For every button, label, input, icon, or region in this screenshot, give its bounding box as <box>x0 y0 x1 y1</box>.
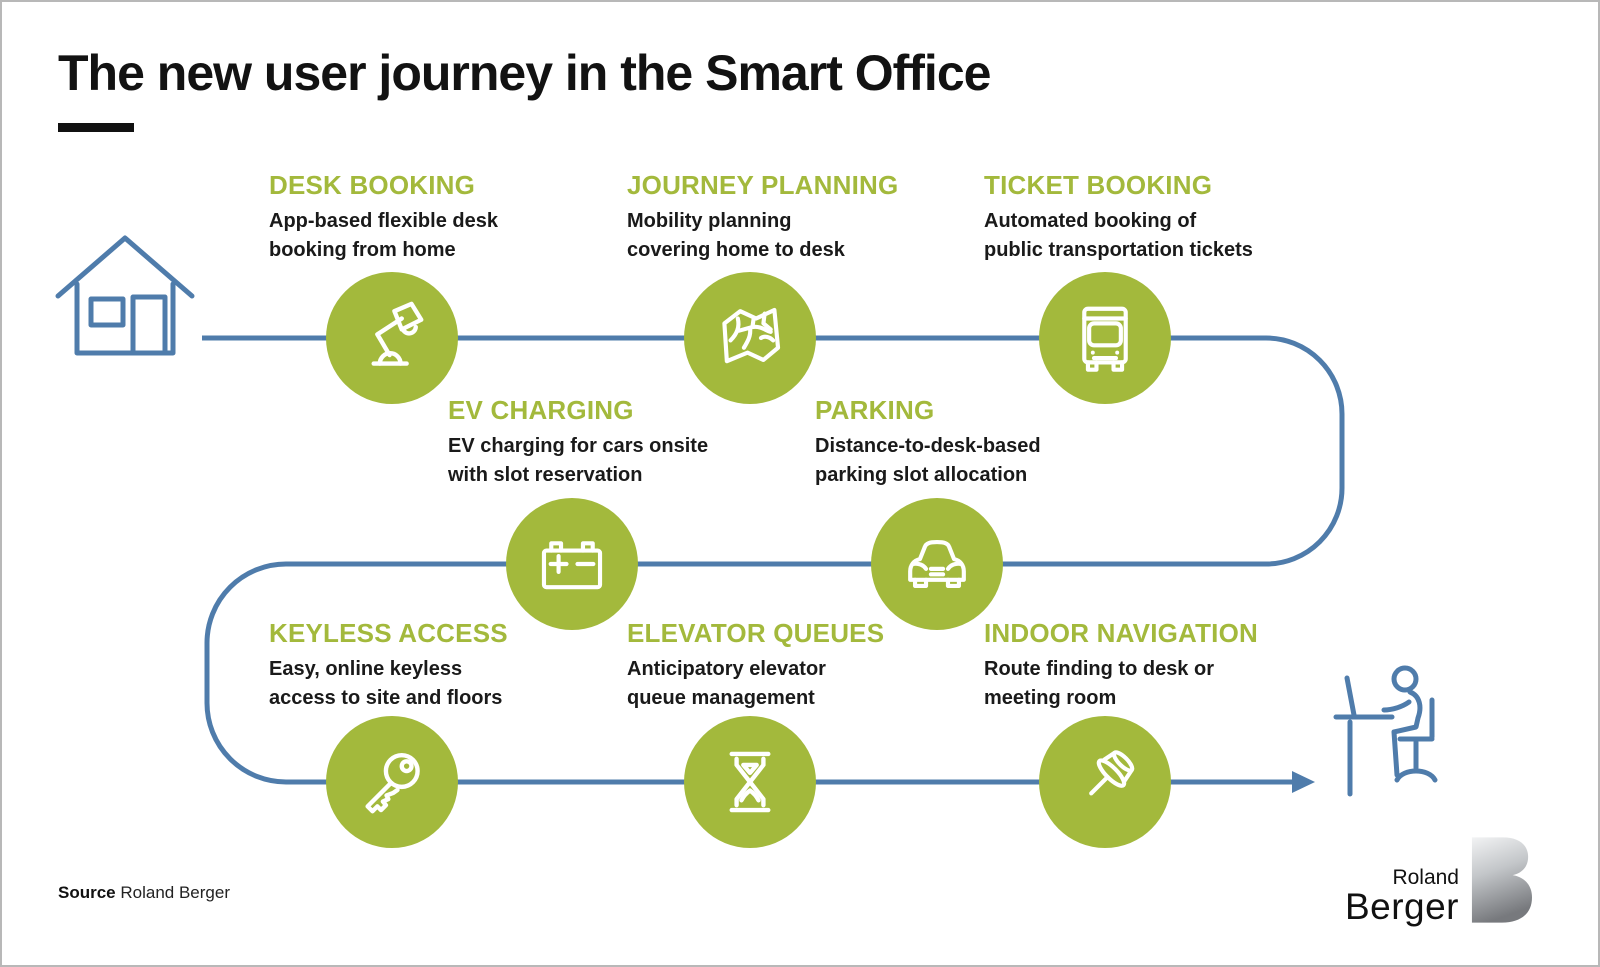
source-line: Source Roland Berger <box>58 883 230 903</box>
logo-line1: Roland <box>1392 866 1459 889</box>
step-description: Distance-to-desk-based parking slot allo… <box>815 435 1041 486</box>
journey-path <box>202 335 1345 785</box>
step-ev-charging: EV CHARGING EV charging for cars onsite … <box>448 395 788 490</box>
step-elevator-queues: ELEVATOR QUEUES Anticipatory elevator qu… <box>627 618 967 713</box>
step-description: Automated booking of public transportati… <box>984 210 1253 261</box>
roland-berger-logo: Roland Berger <box>1345 835 1532 925</box>
pushpin-icon <box>1089 750 1135 796</box>
step-circle <box>506 498 638 630</box>
logo-line2: Berger <box>1344 886 1459 927</box>
step-label: EV CHARGING <box>448 395 634 425</box>
step-description: EV charging for cars onsite with slot re… <box>448 435 709 486</box>
step-desk-booking: DESK BOOKING App-based flexible desk boo… <box>269 170 609 265</box>
person-at-desk-icon <box>1333 665 1438 797</box>
step-keyless-access: KEYLESS ACCESS Easy, online keyless acce… <box>269 618 609 713</box>
battery-icon <box>541 541 603 590</box>
step-circle <box>1039 716 1171 848</box>
step-label: ELEVATOR QUEUES <box>627 618 885 648</box>
step-circle <box>1039 272 1171 404</box>
step-parking: PARKING Distance-to-desk-based parking s… <box>815 395 1155 490</box>
step-label: KEYLESS ACCESS <box>269 618 508 648</box>
source-label: Source <box>58 883 116 902</box>
source-text: Roland Berger <box>120 883 230 902</box>
step-label: TICKET BOOKING <box>984 170 1213 200</box>
map-icon <box>722 307 781 364</box>
step-description: Easy, online keyless access to site and … <box>269 658 503 709</box>
step-circle <box>326 272 458 404</box>
laptop-icon <box>1344 675 1357 718</box>
step-journey-planning: JOURNEY PLANNING Mobility planning cover… <box>627 170 967 265</box>
desk-lamp-icon <box>371 301 424 366</box>
step-circle <box>326 716 458 848</box>
step-description: Anticipatory elevator queue management <box>627 658 826 709</box>
step-description: Route finding to desk or meeting room <box>984 658 1214 709</box>
title-underline <box>58 123 134 132</box>
step-description: App-based flexible desk booking from hom… <box>269 210 498 261</box>
arrow-head-icon <box>1292 771 1315 793</box>
step-circle <box>684 272 816 404</box>
step-label: DESK BOOKING <box>269 170 476 200</box>
step-label: INDOOR NAVIGATION <box>984 618 1258 648</box>
step-indoor-navigation: INDOOR NAVIGATION Route finding to desk … <box>984 618 1324 713</box>
step-label: JOURNEY PLANNING <box>627 170 899 200</box>
step-description: Mobility planning covering home to desk <box>627 210 845 261</box>
car-icon <box>908 539 966 589</box>
page-title: The new user journey in the Smart Office <box>58 45 991 101</box>
house-icon <box>55 235 195 356</box>
step-label: PARKING <box>815 395 935 425</box>
step-circle <box>871 498 1003 630</box>
hourglass-icon <box>729 751 771 813</box>
step-ticket-booking: TICKET BOOKING Automated booking of publ… <box>984 170 1324 265</box>
logo-b-icon <box>1471 837 1532 923</box>
bus-icon <box>1082 306 1128 372</box>
step-circle <box>684 716 816 848</box>
key-icon <box>365 752 420 814</box>
